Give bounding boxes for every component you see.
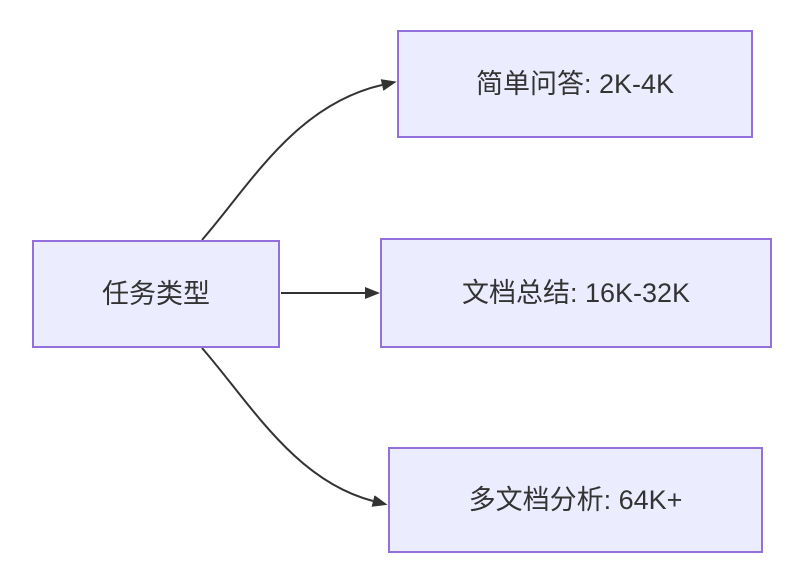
node-multi-doc-analysis: 多文档分析: 64K+ [388, 447, 763, 553]
edge-task-to-simple-qa [201, 79, 397, 241]
node-simple-qa-label: 简单问答: 2K-4K [475, 68, 675, 99]
edge-task-to-multi-doc [201, 347, 388, 507]
node-task-type-label: 任务类型 [102, 278, 210, 309]
node-doc-summary: 文档总结: 16K-32K [380, 238, 772, 348]
node-simple-qa: 简单问答: 2K-4K [397, 30, 753, 138]
node-task-type: 任务类型 [32, 240, 280, 348]
node-multi-doc-analysis-label: 多文档分析: 64K+ [468, 484, 683, 515]
node-doc-summary-label: 文档总结: 16K-32K [461, 277, 691, 308]
